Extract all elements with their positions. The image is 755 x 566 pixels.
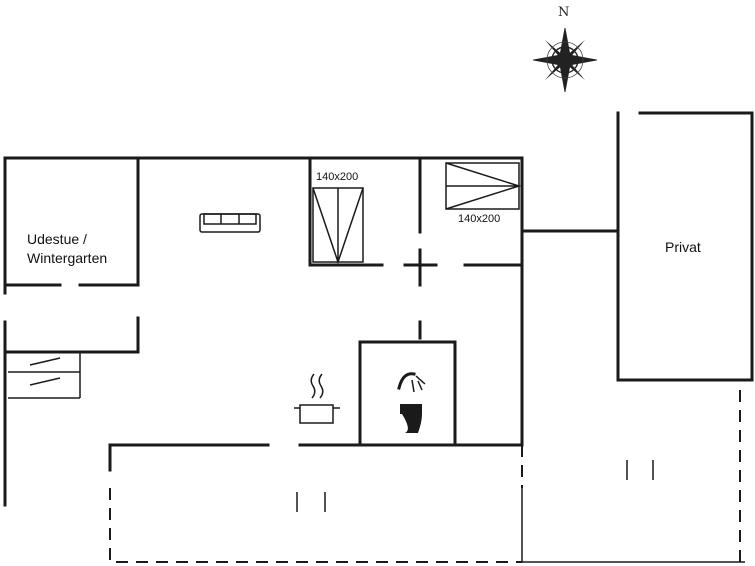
compass-north-label: N (558, 5, 570, 20)
shower-icon (397, 372, 426, 393)
room-label-winter-garden-line1: Udestue / (27, 231, 87, 247)
room-label-winter-garden: Udestue / Wintergarten (27, 230, 107, 268)
bed-1-icon (312, 187, 364, 265)
kitchen-pot-icon (294, 373, 340, 424)
room-label-winter-garden-line2: Wintergarten (27, 250, 108, 266)
bed-2-size-label: 140x200 (458, 213, 501, 225)
terrace-outline (29, 357, 745, 563)
toilet-icon (400, 404, 422, 433)
walls (3, 111, 754, 507)
compass-rose-icon (532, 27, 598, 93)
room-label-private: Privat (665, 239, 701, 255)
bed-2-icon (445, 162, 522, 210)
bed-1-size-label: 140x200 (316, 171, 359, 183)
sofa-icon (199, 213, 261, 233)
